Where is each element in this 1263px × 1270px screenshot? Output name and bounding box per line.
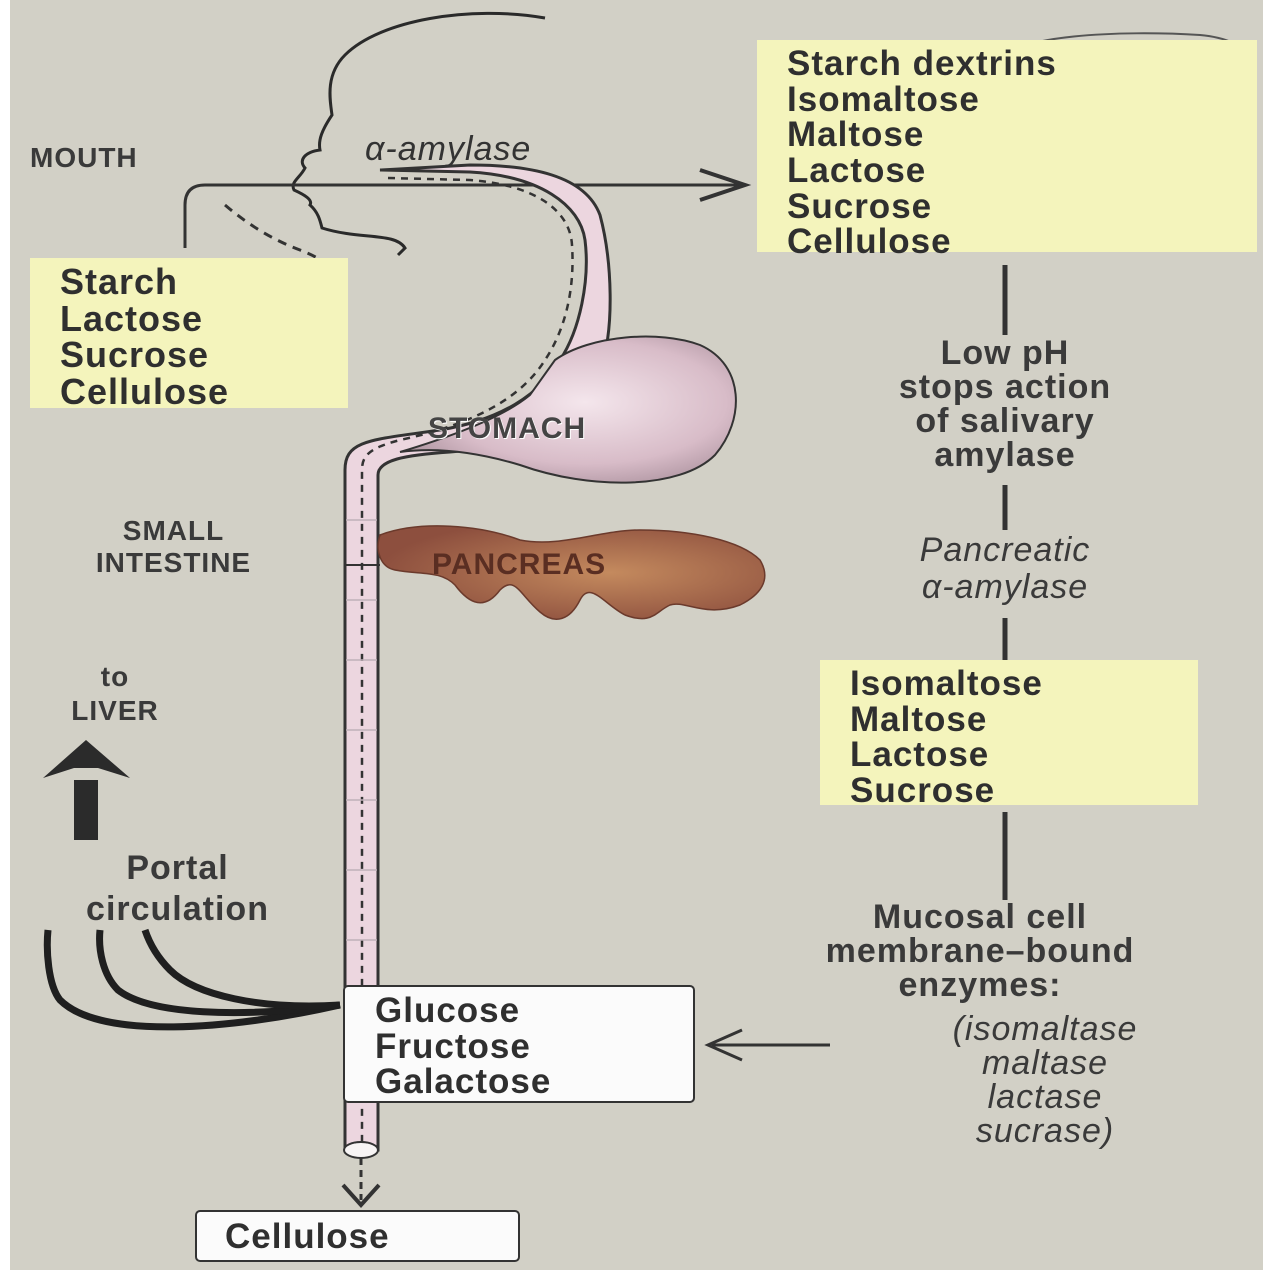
- mouth-carb-item: Cellulose: [60, 374, 348, 411]
- excreted-cellulose-box: Cellulose: [195, 1210, 520, 1262]
- to-liver-label: to LIVER: [20, 660, 210, 727]
- disaccharide-item: Lactose: [850, 737, 1198, 773]
- mouth-label: MOUTH: [30, 142, 138, 174]
- low-ph-text: Low pH stops action of salivary amylase: [790, 336, 1220, 472]
- liver-arrow-head: [43, 740, 130, 778]
- mouth-carb-item: Sucrose: [60, 337, 348, 374]
- monosaccharide-item: Glucose: [375, 993, 693, 1029]
- mouth-carb-item: Lactose: [60, 301, 348, 338]
- salivary-product-item: Starch dextrins: [787, 46, 1257, 82]
- stomach-label: STOMACH: [428, 412, 586, 446]
- mouth-carb-item: Starch: [60, 264, 348, 301]
- excreted-cellulose-label: Cellulose: [225, 1219, 518, 1255]
- page-edge: [0, 0, 10, 1270]
- portal-circulation-label: Portal circulation: [10, 848, 345, 930]
- mucosal-enzymes-text: Mucosal cell membrane–bound enzymes:: [705, 900, 1255, 1002]
- salivary-product-item: Sucrose: [787, 189, 1257, 225]
- salivary-product-item: Isomaltose: [787, 82, 1257, 118]
- disaccharide-item: Sucrose: [850, 773, 1198, 809]
- tube-end: [344, 1142, 378, 1158]
- disaccharide-item: Maltose: [850, 702, 1198, 738]
- salivary-product-item: Cellulose: [787, 224, 1257, 260]
- pancreatic-amylase-text: Pancreatic α-amylase: [830, 532, 1180, 607]
- alpha-amylase-label: α-amylase: [365, 130, 531, 169]
- monosaccharide-item: Galactose: [375, 1064, 693, 1100]
- small-intestine-label: SMALL INTESTINE: [36, 515, 311, 579]
- disaccharide-item: Isomaltose: [850, 666, 1198, 702]
- mouth-flow-line: [185, 185, 740, 248]
- enzyme-list-text: (isomaltase maltase lactase sucrase): [850, 1012, 1240, 1148]
- portal-vessels: [47, 930, 340, 1027]
- salivary-product-item: Lactose: [787, 153, 1257, 189]
- salivary-product-item: Maltose: [787, 117, 1257, 153]
- salivary-products-box: Starch dextrins Isomaltose Maltose Lacto…: [757, 40, 1257, 252]
- disaccharides-box: Isomaltose Maltose Lactose Sucrose: [820, 660, 1198, 805]
- liver-arrow-shaft: [74, 780, 98, 840]
- monosaccharide-item: Fructose: [375, 1029, 693, 1065]
- mouth-carb-box: Starch Lactose Sucrose Cellulose: [30, 258, 348, 408]
- monosaccharides-box: Glucose Fructose Galactose: [343, 985, 695, 1103]
- pancreas-label: PANCREAS: [432, 548, 606, 582]
- stomach-shape: [400, 337, 736, 483]
